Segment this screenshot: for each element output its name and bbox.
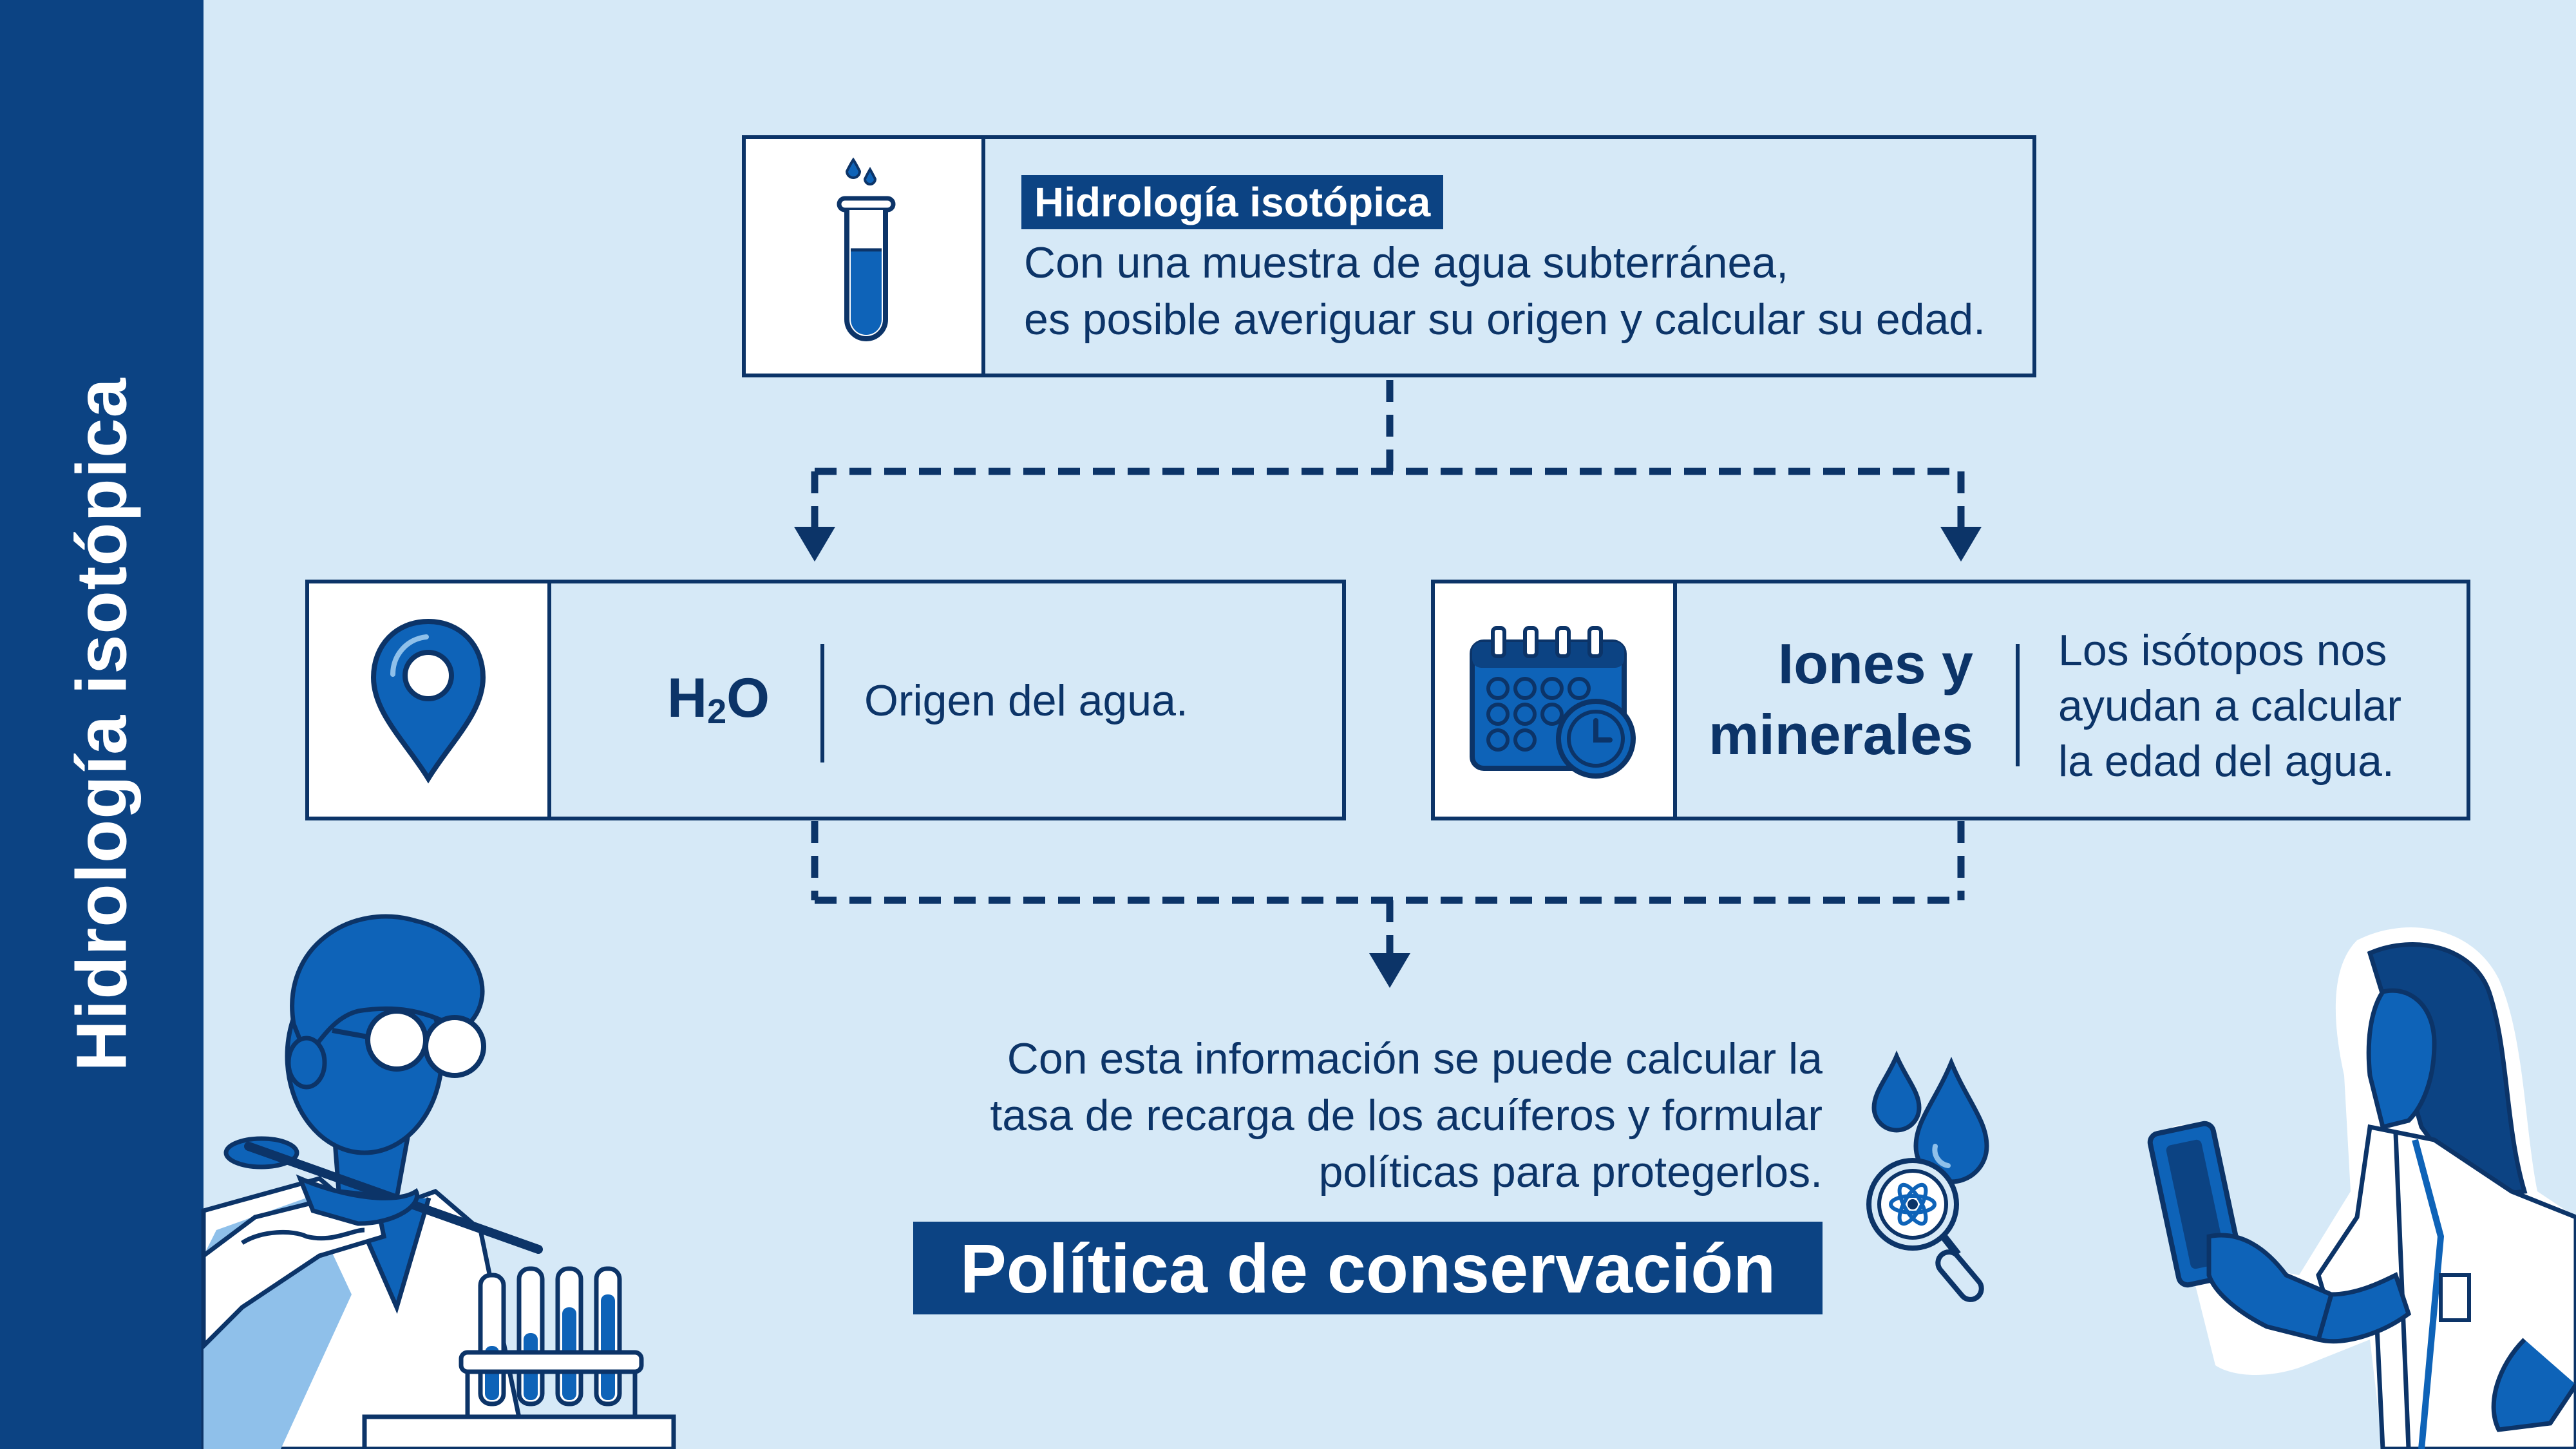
right-icon-cell [1435,583,1677,817]
bottom-text-line1: Con esta información se puede calcular l… [1007,1034,1823,1083]
water-drops-magnifier-icon [1866,1050,1989,1302]
h2o-h: H [667,667,708,729]
right-heading-line1: Iones y [1777,632,1973,696]
right-heading-line2: minerales [1709,703,1973,766]
sidebar: Hidrología isotópica [0,0,204,1449]
h2o-o: O [726,667,770,729]
top-text-line2: es posible averiguar su origen y calcula… [1024,295,1986,344]
left-separator [820,644,824,762]
top-info-box: Hidrología isotópica Con una muestra de … [742,135,2036,377]
left-heading: H2O [667,666,770,744]
right-text-line3: la edad del agua. [2058,737,2394,786]
bottom-text-line3: políticas para protegerlos. [1318,1148,1823,1197]
scientist-illustration-left [201,914,676,1449]
right-info-box: Iones y minerales Los isótopos nos ayuda… [1431,580,2470,820]
calendar-clock-icon [1470,626,1636,779]
left-info-box: H2O Origen del agua. [305,580,1346,820]
location-pin-icon [370,618,486,784]
h2o-sub: 2 [707,692,727,731]
right-separator [2016,644,2020,766]
conservation-policy-banner: Política de conservación [913,1222,1823,1314]
test-tube-icon [837,157,896,341]
right-text-line1: Los isótopos nos [2058,626,2387,675]
scientist-illustration-right [2147,927,2576,1449]
top-text-line1: Con una muestra de agua subterránea, [1024,238,1789,287]
top-icon-cell [746,139,985,374]
left-icon-cell [309,583,551,817]
right-text-line2: ayudan a calcular [2058,681,2402,730]
left-text: Origen del agua. [864,676,1188,725]
bottom-text-line2: tasa de recarga de los acuíferos y formu… [990,1091,1823,1140]
top-badge: Hidrología isotópica [1021,175,1444,229]
